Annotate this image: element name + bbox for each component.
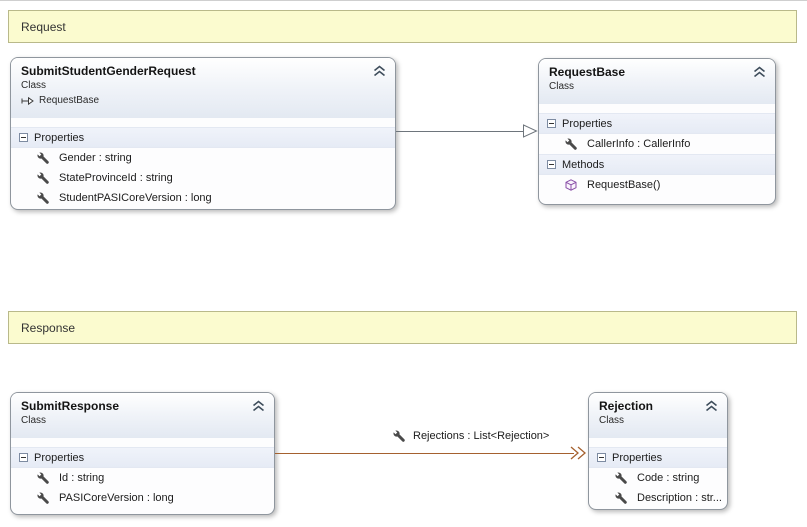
banner-label: Request	[21, 19, 66, 34]
properties-compartment-header[interactable]: Properties	[539, 113, 775, 134]
property-row[interactable]: StateProvinceId : string	[11, 168, 395, 188]
compartment-title: Properties	[34, 451, 85, 464]
methods-compartment-header[interactable]: Methods	[539, 154, 775, 175]
property-label: PASICoreVersion : long	[59, 492, 174, 504]
property-label: StateProvinceId : string	[59, 172, 173, 184]
property-row[interactable]: Gender : string	[11, 148, 395, 168]
class-shape-requestbase[interactable]: RequestBase Class Properties CallerInfo …	[538, 58, 776, 205]
property-row[interactable]: PASICoreVersion : long	[11, 488, 274, 508]
class-name: SubmitStudentGenderRequest	[21, 64, 196, 78]
inheritance-connector-arrowhead	[523, 124, 538, 138]
property-label: Description : str...	[637, 492, 722, 504]
class-stereotype: Class	[549, 81, 575, 92]
property-row[interactable]: StudentPASICoreVersion : long	[11, 188, 395, 208]
compartment-title: Methods	[562, 158, 605, 171]
collapse-chevron-icon[interactable]	[252, 400, 265, 412]
class-name: SubmitResponse	[21, 399, 120, 413]
inheritance-arrow-icon	[21, 96, 34, 105]
compartment-title: Properties	[34, 131, 85, 144]
canvas-top-border	[0, 0, 807, 1]
property-wrench-icon	[37, 152, 49, 164]
property-wrench-icon	[565, 138, 577, 150]
collapse-expander-icon[interactable]	[597, 453, 606, 462]
class-header: RequestBase Class	[539, 59, 775, 104]
header-gap	[589, 438, 727, 447]
method-label: RequestBase()	[587, 179, 661, 191]
collapse-chevron-icon[interactable]	[705, 400, 718, 412]
class-stereotype: Class	[21, 80, 47, 91]
property-wrench-icon	[37, 492, 49, 504]
collapse-expander-icon[interactable]	[19, 453, 28, 462]
property-label: Id : string	[59, 472, 105, 484]
compartment-title: Properties	[612, 451, 663, 464]
class-header: SubmitResponse Class	[11, 393, 274, 438]
property-wrench-icon	[393, 430, 405, 442]
class-header: Rejection Class	[589, 393, 727, 438]
property-row[interactable]: Id : string	[11, 468, 274, 488]
property-label: Code : string	[637, 472, 700, 484]
property-wrench-icon	[615, 492, 627, 504]
class-name: Rejection	[599, 399, 654, 413]
property-wrench-icon	[615, 472, 627, 484]
collapse-chevron-icon[interactable]	[373, 65, 386, 77]
properties-compartment-header[interactable]: Properties	[589, 447, 727, 468]
class-stereotype: Class	[599, 415, 625, 426]
header-gap	[11, 438, 274, 447]
property-row[interactable]: Description : str...	[589, 488, 727, 508]
collapse-expander-icon[interactable]	[547, 119, 556, 128]
compartment-title: Properties	[562, 117, 613, 130]
property-label: Gender : string	[59, 152, 132, 164]
inheritance-connector-line[interactable]	[396, 131, 525, 132]
comment-banner-request[interactable]: Request	[8, 10, 797, 43]
collapse-expander-icon[interactable]	[547, 160, 556, 169]
base-type-row: RequestBase	[21, 95, 385, 106]
class-shape-rejection[interactable]: Rejection Class Properties Code : string…	[588, 392, 728, 510]
collapse-chevron-icon[interactable]	[753, 66, 766, 78]
class-header: SubmitStudentGenderRequest Class Request…	[11, 58, 395, 118]
method-row[interactable]: RequestBase()	[539, 175, 775, 195]
properties-compartment-header[interactable]: Properties	[11, 127, 395, 148]
collapse-expander-icon[interactable]	[19, 133, 28, 142]
banner-label: Response	[21, 320, 76, 335]
property-label: CallerInfo : CallerInfo	[587, 138, 691, 150]
class-shape-submitresponse[interactable]: SubmitResponse Class Properties Id : str…	[10, 392, 275, 515]
method-cube-icon	[565, 179, 577, 191]
base-type-label: RequestBase	[39, 95, 100, 106]
property-wrench-icon	[37, 192, 49, 204]
properties-compartment-header[interactable]: Properties	[11, 447, 274, 468]
class-stereotype: Class	[21, 415, 47, 426]
property-row[interactable]: CallerInfo : CallerInfo	[539, 134, 775, 154]
property-row[interactable]: Code : string	[589, 468, 727, 488]
property-label: StudentPASICoreVersion : long	[59, 192, 212, 204]
property-wrench-icon	[37, 472, 49, 484]
class-name: RequestBase	[549, 65, 626, 79]
association-connector-arrowhead	[570, 446, 586, 460]
association-label-text: Rejections : List<Rejection>	[413, 430, 550, 442]
class-shape-submitstudentgenderrequest[interactable]: SubmitStudentGenderRequest Class Request…	[10, 57, 396, 210]
association-connector-line[interactable]	[275, 453, 574, 454]
header-gap	[11, 118, 395, 127]
comment-banner-response[interactable]: Response	[8, 311, 797, 344]
property-wrench-icon	[37, 172, 49, 184]
association-label[interactable]: Rejections : List<Rejection>	[393, 430, 549, 442]
header-gap	[539, 104, 775, 113]
